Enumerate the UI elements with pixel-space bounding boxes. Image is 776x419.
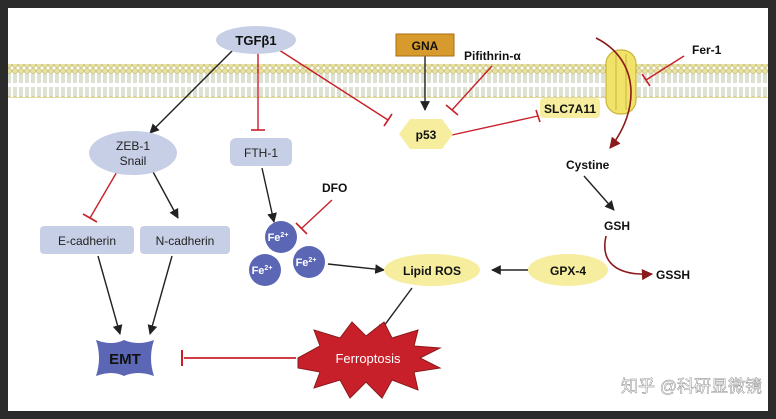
node-fth1: FTH-1 [230,138,292,166]
edge-cystine-gsh [583,175,615,211]
edge-dfo-fe [301,199,333,229]
ferroptosis-label: Ferroptosis [335,351,401,366]
node-ecadherin: E-cadherin [40,226,134,254]
ncadherin-label: N-cadherin [156,234,215,248]
watermark: 知乎 @科研显微镜 [621,377,762,396]
slc7a11-transporter [605,49,637,115]
edge-zeb1-ncadherin [151,169,179,219]
emt-label: EMT [109,351,141,368]
edge-pifithrin-p53 [451,65,493,111]
gssh-label: GSSH [656,268,690,282]
node-p53: p53 [399,119,453,149]
node-zeb1-snail: ZEB-1 Snail [89,131,177,175]
cystine-label: Cystine [566,158,610,172]
node-ferroptosis: Ferroptosis [297,321,442,399]
edge-slc7a11-p53 [451,115,539,136]
fe-charge: 2+ [264,265,272,272]
fe-label: Fe [252,265,265,277]
gsh-label: GSH [604,219,630,233]
svg-text:Fe2+: Fe2+ [268,232,289,244]
fe-label: Fe [296,257,309,269]
node-tgfb1: TGFβ1 [216,26,296,54]
edge-tgfb1-zeb1 [149,47,236,134]
tgfb1-label: TGFβ1 [235,33,276,48]
fe-charge: 2+ [280,232,288,239]
node-gpx4: GPX-4 [528,254,608,286]
edge-zeb1-ecadherin [89,169,119,219]
ecadherin-label: E-cadherin [58,234,116,248]
fer1-label: Fer-1 [692,43,722,57]
node-fe2-a: Fe2+ [265,221,297,253]
node-lipid-ros: Lipid ROS [384,254,480,286]
fe-charge: 2+ [308,257,316,264]
zeb1-label: ZEB-1 [116,139,150,153]
edge-cystine-import [595,37,632,149]
node-gna: GNA [395,33,455,57]
edge-tgfb1-p53 [275,47,389,121]
pifithrin-label: Pifithrin-α [464,49,521,63]
node-slc7a11: SLC7A11 [540,98,600,118]
fth1-label: FTH-1 [244,146,278,160]
svg-text:Fe2+: Fe2+ [296,257,317,269]
edge-fth1-fe [261,167,277,223]
edge-fer1-slc7a11 [645,55,685,81]
cell-membrane [8,64,768,98]
node-ncadherin: N-cadherin [140,226,230,254]
lipid-ros-label: Lipid ROS [403,264,461,278]
gna-label: GNA [412,39,439,53]
p53-label: p53 [416,128,437,142]
node-fe2-b: Fe2+ [249,254,281,286]
dfo-label: DFO [322,181,347,195]
gpx4-label: GPX-4 [550,264,586,278]
node-emt: EMT [96,340,154,376]
edge-fe-lipidros [327,263,385,274]
edge-ncadherin-emt [147,255,173,335]
slc7a11-label: SLC7A11 [544,102,596,116]
svg-text:Fe2+: Fe2+ [252,265,273,277]
snail-label: Snail [120,154,147,168]
node-fe2-c: Fe2+ [293,246,325,278]
edge-ecadherin-emt [97,255,123,335]
edge-gsh-gssh [604,235,654,281]
fe-label: Fe [268,232,281,244]
